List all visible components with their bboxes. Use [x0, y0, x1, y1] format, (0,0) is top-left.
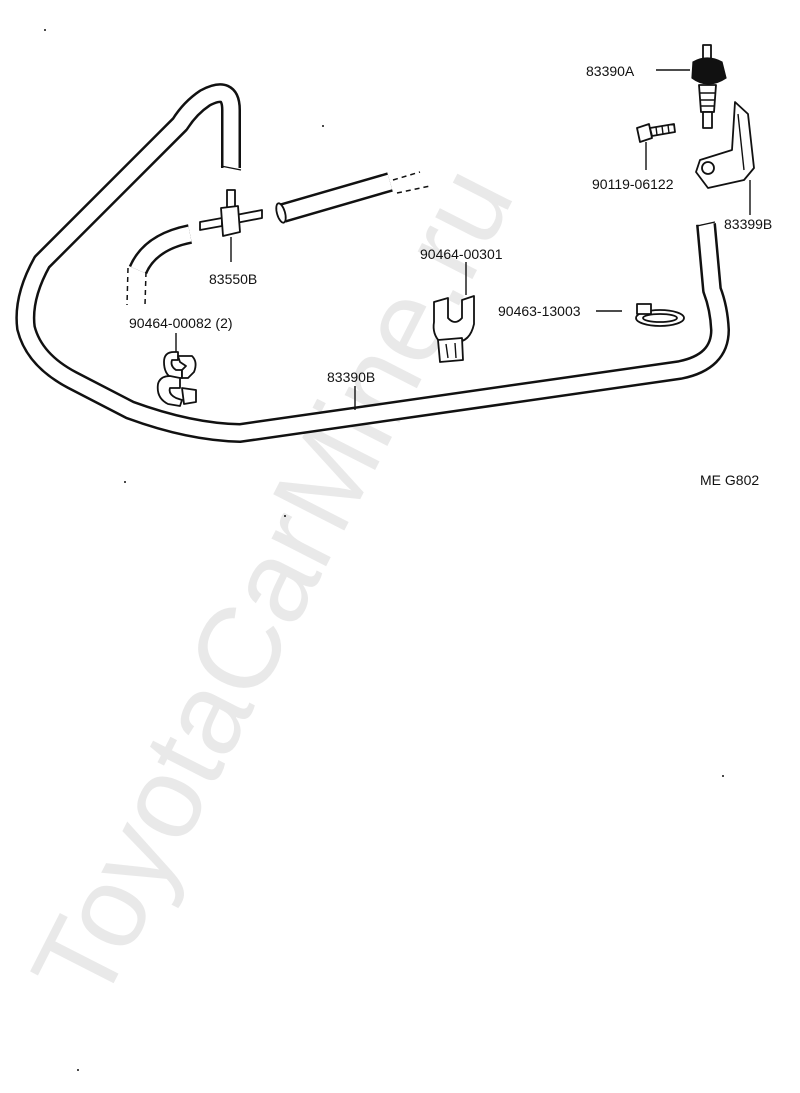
label-90119-06122: 90119-06122	[592, 176, 674, 192]
bracket-83399b	[695, 101, 755, 215]
vacuum-valve-83390a	[656, 44, 727, 129]
hose-83390b	[15, 83, 730, 443]
scan-specks	[44, 29, 724, 1071]
hose-left-segment	[126, 224, 193, 306]
clip-90464-00082	[156, 333, 197, 407]
tee-fitting-83550b	[199, 189, 263, 262]
reference-code: ME G802	[700, 472, 759, 488]
label-90464-00082: 90464-00082 (2)	[129, 315, 233, 331]
label-83399b: 83399B	[724, 216, 772, 232]
clip-90464-00301	[432, 262, 475, 363]
label-83550b: 83550B	[209, 271, 257, 287]
label-83390b: 83390B	[327, 369, 375, 385]
label-90463-13003: 90463-13003	[498, 303, 581, 319]
label-90464-00301: 90464-00301	[420, 246, 503, 262]
watermark: ToyotaCarMine.ru	[6, 147, 537, 1022]
label-83390a: 83390A	[586, 63, 635, 79]
bolt-90119	[636, 123, 676, 170]
hose-right-segment	[275, 171, 431, 224]
hose-clamp-90463	[596, 303, 685, 327]
